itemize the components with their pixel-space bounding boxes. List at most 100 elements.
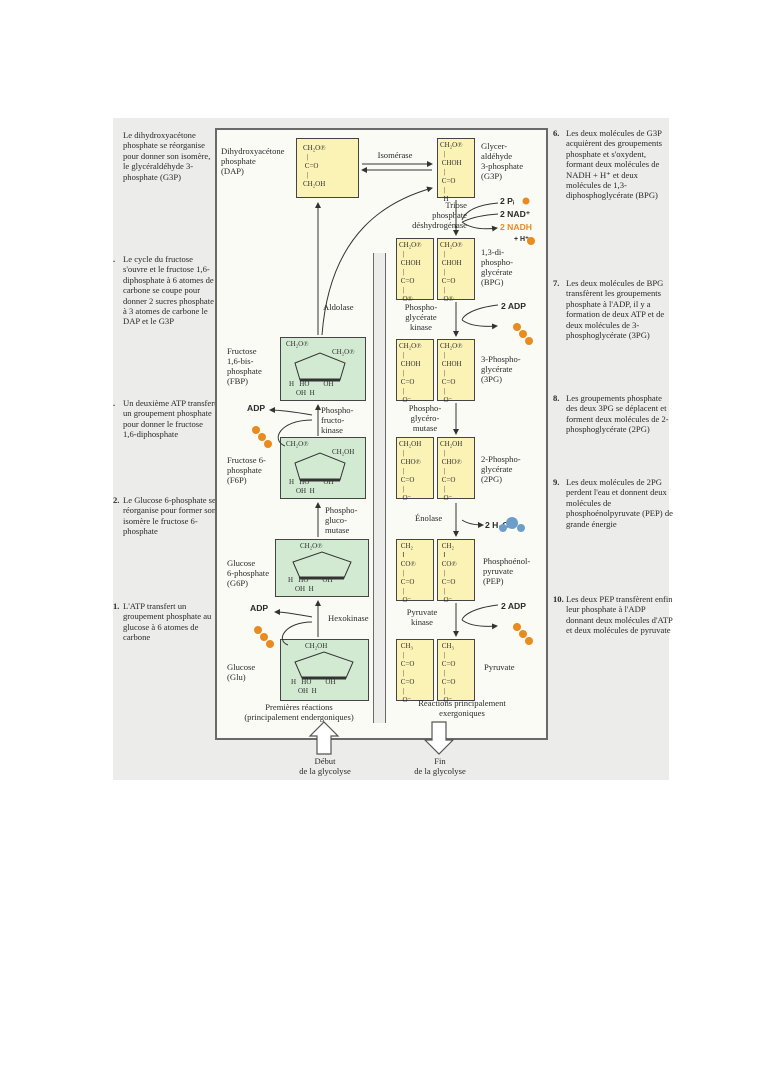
left-note-dap: Le dihydroxyacétone phosphate se réorgan… (123, 130, 211, 182)
adp-curl-pgk (461, 304, 499, 321)
f6p-label: Fructose 6- phosphate (F6P) (227, 455, 266, 485)
water-icon (506, 517, 518, 529)
f6p-c1: CH₂OH (332, 448, 355, 456)
note-text: Les deux molécules de 2PG perdent l'eau … (566, 477, 673, 529)
left-note-num: 2. (113, 495, 120, 505)
aldolase-arrow-g3p (321, 186, 433, 336)
atp-icon (258, 433, 266, 441)
pg2-box-2: CH₂OH | CHO℗ | C=O | O⁻ (437, 437, 475, 502)
glu-ring (294, 651, 354, 679)
hexokinase-label: Hexokinase (328, 613, 369, 623)
dap-box: CH₂O℗ | C=O | CH₂OH (296, 138, 359, 198)
pgm-label: Phospho- gluco- mutase (325, 505, 358, 535)
left-note-num: 1. (113, 601, 120, 611)
pgk-label: Phospho- glycérate kinase (404, 302, 438, 332)
pep-box-2: CH₂ ‖ CO℗ | C=O | O⁻ (437, 539, 475, 604)
panel-divider (373, 253, 386, 723)
start-arrow-icon (308, 721, 340, 755)
bpg-box-1: CH₂O℗ | CHOH | C=O | O℗ (396, 238, 434, 303)
note-number: 8. (553, 393, 560, 403)
h2o-curl (461, 519, 484, 528)
adp-curl-pk (461, 604, 499, 621)
note-text: Les deux molécules de BPG transfèrent le… (566, 278, 665, 341)
end-label: Fin de la glycolyse (414, 756, 466, 776)
f6p-ring-labels: H HO OH OH H (289, 478, 334, 495)
pfk-atp-curl (277, 419, 313, 447)
pep-structure: CH₂ ‖ CO℗ | C=O | O⁻ (400, 542, 416, 604)
adp2-label: 2 ADP (501, 301, 526, 311)
bpg-structure: CH₂O℗ | CHOH | C=O | O℗ (399, 241, 422, 303)
atp-icon (266, 640, 274, 648)
nadh-curl (461, 221, 498, 232)
adp-label: ADP (247, 403, 266, 413)
pgmut-label: Phospho- glycéro- mutase (408, 403, 442, 433)
fbp-c1: CH₂O℗ (332, 348, 355, 356)
dap-label: Dihydroxyacétone phosphate (DAP) (221, 146, 285, 176)
note-number: 10. (553, 594, 564, 604)
pep-structure: CH₂ ‖ CO℗ | C=O | O⁻ (441, 542, 457, 604)
g6p-box: CH₂O℗ H HO OH OH H (275, 539, 369, 597)
atp-icon (525, 337, 533, 345)
dap-structure: CH₂O℗ | C=O | CH₂OH (303, 144, 326, 188)
bpg-label: 1,3-di- phospho- glycérate (BPG) (481, 247, 513, 287)
bpg-structure: CH₂O℗ | CHOH | C=O | O℗ (440, 241, 463, 303)
left-note-pfk: Un deuxième ATP transfert un groupement … (123, 398, 217, 440)
g3p-box: CH₂O℗ | CHOH | C=O | H (437, 138, 475, 203)
atp-curl-pk (461, 619, 498, 630)
g6p-ring-labels: H HO OH OH H (288, 576, 333, 593)
atp-icon (519, 630, 527, 638)
pyr-box-2: CH₃ | C=O | C=O | O⁻ (437, 639, 475, 704)
nad-curl (461, 213, 499, 223)
pfk-adp-curl (269, 407, 313, 416)
g6p-label: Glucose 6-phosphate (G6P) (227, 558, 270, 588)
note-text: Les groupements phosphate des deux 3PG s… (566, 393, 669, 435)
nad-label: 2 NAD⁺ (500, 209, 531, 219)
note-number: 6. (553, 128, 560, 138)
f6p-ring (294, 452, 346, 481)
pi-label: 2 Pᵢ (500, 196, 515, 206)
adp3-label: 2 ADP (501, 601, 526, 611)
pg2-label: 2-Phospho- glycérate (2PG) (481, 454, 521, 484)
bpg-box-2: CH₂O℗ | CHOH | C=O | O℗ (437, 238, 475, 303)
atp-icon (519, 330, 527, 338)
phosphate-icon (522, 197, 530, 205)
pg2-structure: CH₂OH | CHO℗ | C=O | O⁻ (440, 440, 463, 502)
f6p-c6: CH₂O℗ (286, 440, 309, 448)
pyr-box-1: CH₃ | C=O | C=O | O⁻ (396, 639, 434, 704)
left-note-num: . (113, 398, 116, 408)
pg2-box-1: CH₂OH | CHO℗ | C=O | O⁻ (396, 437, 434, 502)
fbp-label: Fructose 1,6-bis- phosphate (FBP) (227, 346, 262, 386)
fbp-ring (294, 352, 346, 381)
pfk-label: Phospho- fructo- kinase (321, 405, 354, 435)
water-icon (517, 524, 525, 532)
start-label: Début de la glycolyse (299, 756, 351, 776)
note-text: Les deux molécules de G3P acquièrent des… (566, 128, 662, 201)
note-number: 7. (553, 278, 560, 288)
left-note-isomer: Le Glucose 6-phosphate se réorganise pou… (123, 495, 217, 537)
h2o-label: 2 H₂O (485, 520, 509, 530)
g6p-c6: CH₂O℗ (300, 542, 323, 550)
hplus-label: + H⁺ (514, 236, 529, 243)
fbp-ring-labels: H HO OH OH H (289, 380, 334, 397)
enolase-label: Énolase (415, 513, 443, 523)
pep-label: Phosphoénol- pyruvate (PEP) (483, 556, 531, 586)
left-note-hexokinase: L'ATP transfert un groupement phosphate … (123, 601, 212, 643)
aldolase-label: Aldolase (323, 302, 354, 312)
atp-icon (513, 323, 521, 331)
nadh-label: 2 NADH (500, 222, 532, 232)
pi-curl (461, 202, 499, 221)
glu-box: CH₂OH H HO OH OH H (280, 639, 369, 701)
pg2-structure: CH₂OH | CHO℗ | C=O | O⁻ (399, 440, 422, 502)
glu-label: Glucose (Glu) (227, 662, 256, 682)
end-arrow-icon (423, 721, 455, 755)
glu-c6: CH₂OH (305, 642, 328, 650)
note-text: Les deux PEP transfèrent enfin leur phos… (566, 594, 673, 636)
fbp-c6: CH₂O℗ (286, 340, 309, 348)
pyr-structure: CH₃ | C=O | C=O | O⁻ (441, 642, 456, 704)
note-number: 9. (553, 477, 560, 487)
glu-ring-labels: H HO OH OH H (291, 678, 336, 695)
atp-icon (254, 626, 262, 634)
atp-icon (513, 623, 521, 631)
atp-icon-group (252, 197, 535, 648)
pk-label: Pyruvate kinase (406, 607, 438, 627)
